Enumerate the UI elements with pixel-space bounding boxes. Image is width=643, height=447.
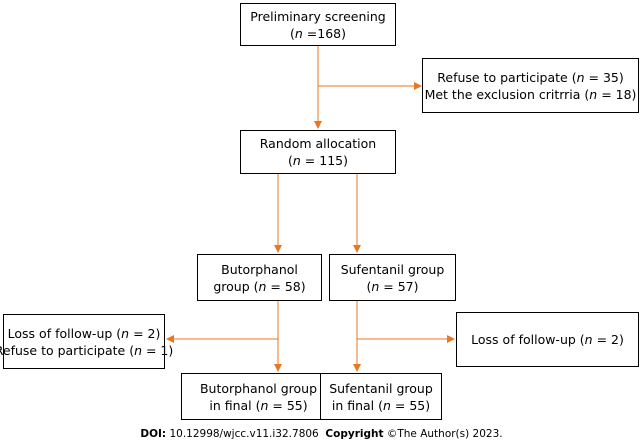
line-suffix: = 115): [300, 153, 348, 168]
sample-size-symbol: n: [258, 278, 267, 294]
box-loss-left: Loss of follow-up (n = 2)Refuse to parti…: [0, 314, 173, 369]
box-line: Butorphanol group: [199, 380, 318, 396]
box-line: Loss of follow-up (n = 2): [8, 325, 161, 342]
line-prefix: Met the exclusion critrria (: [424, 86, 590, 102]
box-line: Refuse to participate (n = 1): [0, 342, 173, 359]
box-line: Preliminary screening: [250, 8, 386, 24]
line-suffix: = 35): [584, 69, 624, 85]
line-suffix: =168): [302, 25, 346, 41]
box-loss-right: Loss of follow-up (n = 2): [456, 312, 639, 367]
box-line: in final (n = 55): [332, 397, 430, 414]
sample-size-symbol: n: [134, 342, 143, 358]
line-prefix: Refuse to participate (: [437, 69, 577, 85]
sample-size-symbol: n: [371, 278, 380, 294]
box-random-allocation: Random allocation(n = 115): [240, 130, 396, 174]
line-prefix: group (: [213, 278, 259, 294]
sample-size-symbol: n: [260, 397, 269, 413]
line-prefix: in final (: [331, 397, 383, 413]
copyright-value: ©The Author(s) 2023.: [386, 428, 503, 440]
line-suffix: = 57): [379, 278, 419, 294]
box-line: (n = 57): [366, 278, 418, 295]
sample-size-symbol: n: [121, 325, 130, 341]
doi-value: 10.12998/wjcc.v11.i32.7806: [169, 428, 319, 440]
box-line: group (n = 58): [213, 278, 305, 295]
box-line: Sufentanil group: [329, 380, 433, 396]
line-suffix: = 2): [592, 332, 624, 347]
line-prefix: (: [289, 25, 295, 41]
sample-size-symbol: n: [383, 397, 391, 413]
line-suffix: = 58): [266, 278, 306, 294]
line-prefix: (: [366, 278, 372, 294]
box-preliminary-screening: Preliminary screening(n =168): [240, 3, 396, 46]
box-sufentanil-group: Sufentanil group(n = 57): [329, 254, 456, 301]
sample-size-symbol: n: [584, 332, 593, 347]
line-prefix: Refuse to participate (: [0, 342, 135, 358]
box-line: (n = 115): [288, 152, 348, 169]
line-suffix: = 1): [142, 342, 174, 358]
line-prefix: in final (: [209, 397, 261, 413]
box-line: Random allocation: [259, 136, 377, 151]
sample-size-symbol: n: [294, 25, 303, 41]
line-suffix: = 18): [597, 86, 637, 102]
box-line: Refuse to participate (n = 35): [437, 69, 623, 86]
box-line: Loss of follow-up (n = 2): [471, 331, 624, 348]
box-line: (n =168): [290, 25, 346, 42]
box-refuse-exclusion: Refuse to participate (n = 35)Met the ex…: [422, 58, 639, 113]
box-line: Sufentanil group: [340, 261, 445, 277]
sample-size-symbol: n: [576, 69, 585, 85]
line-suffix: = 2): [129, 325, 161, 341]
box-line: Butorphanol: [221, 261, 298, 277]
line-prefix: Loss of follow-up (: [7, 325, 122, 341]
sample-size-symbol: n: [589, 86, 598, 102]
line-suffix: = 55): [268, 397, 308, 413]
line-prefix: Loss of follow-up (: [471, 332, 585, 347]
sample-size-symbol: n: [292, 153, 301, 168]
box-line: in final (n = 55): [209, 397, 307, 414]
box-line: Met the exclusion critrria (n = 18): [425, 86, 637, 103]
doi-label: DOI:: [140, 428, 167, 440]
line-suffix: = 55): [390, 397, 431, 413]
citation-footer: DOI: 10.12998/wjcc.v11.i32.7806 Copyrigh…: [0, 428, 643, 440]
copyright-label: Copyright: [325, 428, 384, 440]
line-prefix: (: [288, 153, 293, 168]
